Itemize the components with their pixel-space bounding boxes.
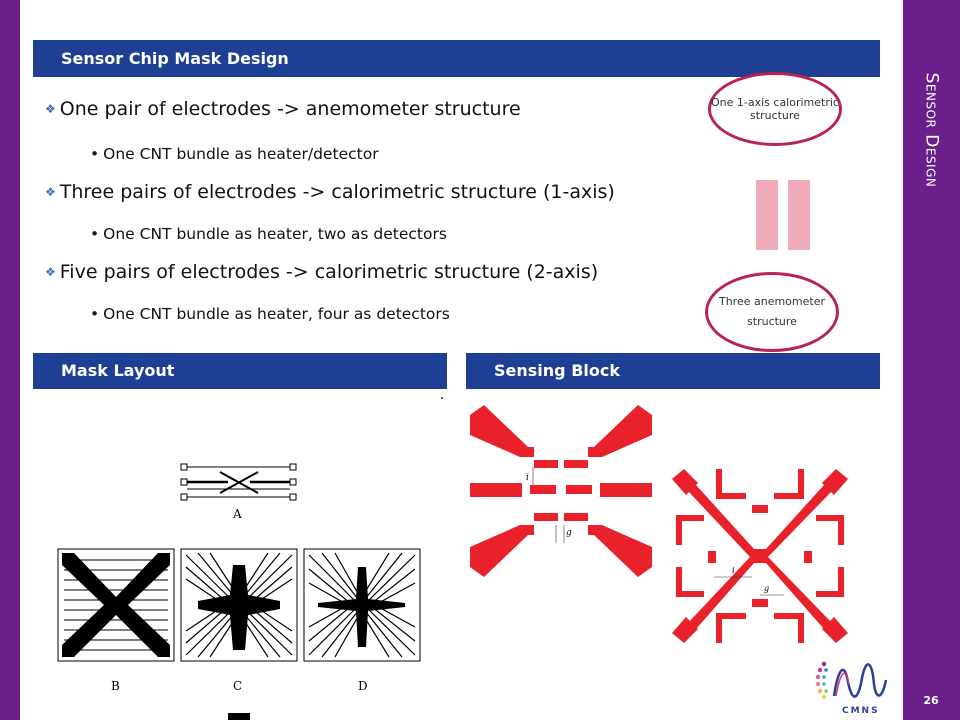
section-header-mask-layout: Mask Layout [33,353,447,389]
logo-wave [832,663,888,698]
mask-label-c: C [233,679,242,693]
equals-bar-right [788,180,810,250]
diamond-bullet-icon: ❖ [45,265,56,279]
mask-a [180,463,297,501]
equals-bar-left [756,180,778,250]
mask-layout-figure: A B C [57,463,421,720]
diamond-bullet-icon: ❖ [45,102,56,116]
bullet-3: ❖Five pairs of electrodes -> calorimetri… [45,261,599,283]
mask-label-a: A [232,507,242,521]
sensing-block-anemometer: i g [470,405,652,577]
mask-label-b: B [111,679,120,693]
sensing-label-g: g [566,528,572,538]
slide-number: 26 [923,694,939,707]
logo-text: CMNS [842,706,880,716]
sub-bullet-2: •One CNT bundle as heater, two as detect… [90,225,447,243]
logo-dots [815,661,828,700]
sub-bullet-1: •One CNT bundle as heater/detector [90,145,379,163]
sensing-label-g-2: g [764,584,769,593]
sensing-block-calorimetric: i g [672,469,848,643]
sensing-label-i: i [526,473,529,483]
right-side-panel [903,0,960,720]
mask-label-d: D [358,679,368,693]
marker-dot [441,397,443,399]
side-title: Sensor Design [921,72,942,188]
section-header-sensing-block: Sensing Block [466,353,880,389]
sub-bullet-3: •One CNT bundle as heater, four as detec… [90,305,450,323]
callout-oval-calorimetric: One 1-axis calorimetric structure [708,72,842,146]
mask-c [180,548,298,662]
mask-edge-mark [228,713,250,720]
cmns-logo: CMNS [815,661,888,716]
mask-b [57,548,175,662]
section-header-chip-design: Sensor Chip Mask Design [33,40,880,77]
sensing-label-i-2: i [732,566,735,575]
bullet-2: ❖Three pairs of electrodes -> calorimetr… [45,181,615,203]
diamond-bullet-icon: ❖ [45,185,56,199]
mask-d [303,548,421,662]
bullet-1: ❖One pair of electrodes -> anemometer st… [45,98,521,120]
left-accent-bar [0,0,20,720]
